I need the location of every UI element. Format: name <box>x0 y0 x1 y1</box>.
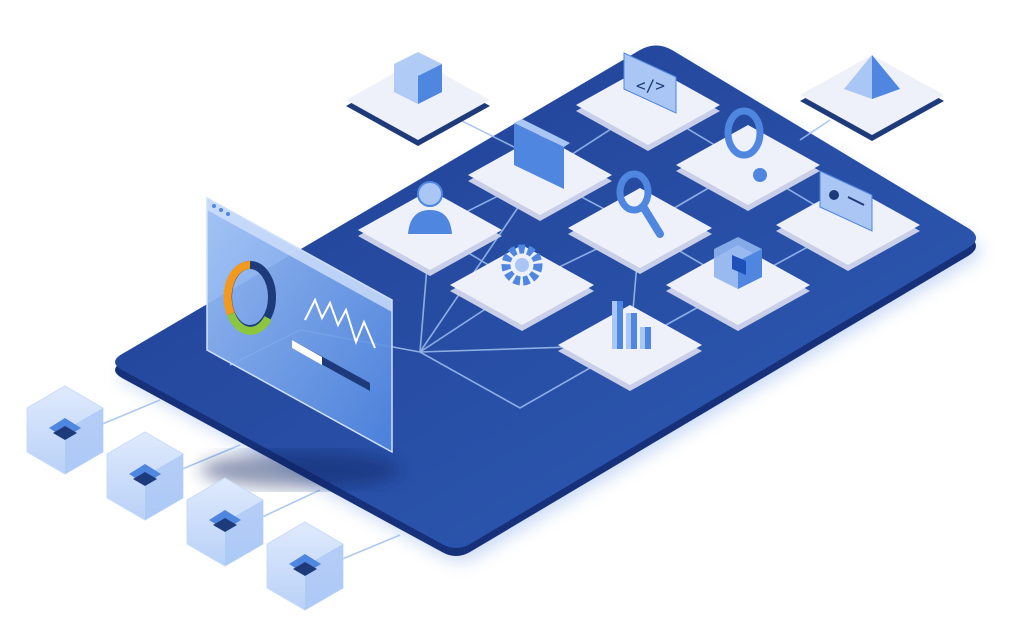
tile-code-window: </> <box>576 52 720 151</box>
user-icon <box>408 181 452 234</box>
tile-id-card <box>776 170 920 271</box>
dashboard-panel <box>200 196 400 488</box>
tile-user <box>358 181 502 276</box>
nested-cube-icon <box>106 431 184 521</box>
pyramid-icon <box>844 55 900 99</box>
id-card-icon <box>819 170 873 232</box>
gear-ring-icon <box>724 107 767 182</box>
donut-chart-icon <box>223 260 276 335</box>
code-window-icon: </> <box>623 52 677 114</box>
layers-cube-icon <box>26 385 104 475</box>
svg-text:</>: </> <box>636 76 665 95</box>
tile-gear-ring <box>676 107 820 211</box>
tile-magnifier <box>568 170 712 274</box>
tile-cube <box>346 52 490 146</box>
tile-glass-cube <box>666 237 810 331</box>
split-cube-icon <box>266 521 344 611</box>
cube-icon <box>394 52 442 104</box>
progress-bar-icon <box>292 340 370 391</box>
gear-icon <box>501 244 543 286</box>
tile-pyramid <box>800 55 944 141</box>
tile-gear <box>450 244 594 331</box>
line-chart-icon <box>304 297 376 349</box>
bar-chart-icon <box>612 301 651 349</box>
document-icon <box>514 119 570 189</box>
magnifier-icon <box>616 170 664 238</box>
tile-bar-chart <box>558 301 702 391</box>
layers-cube-icon <box>186 477 264 567</box>
tile-document <box>468 119 612 221</box>
glass-cube-icon <box>714 237 762 289</box>
